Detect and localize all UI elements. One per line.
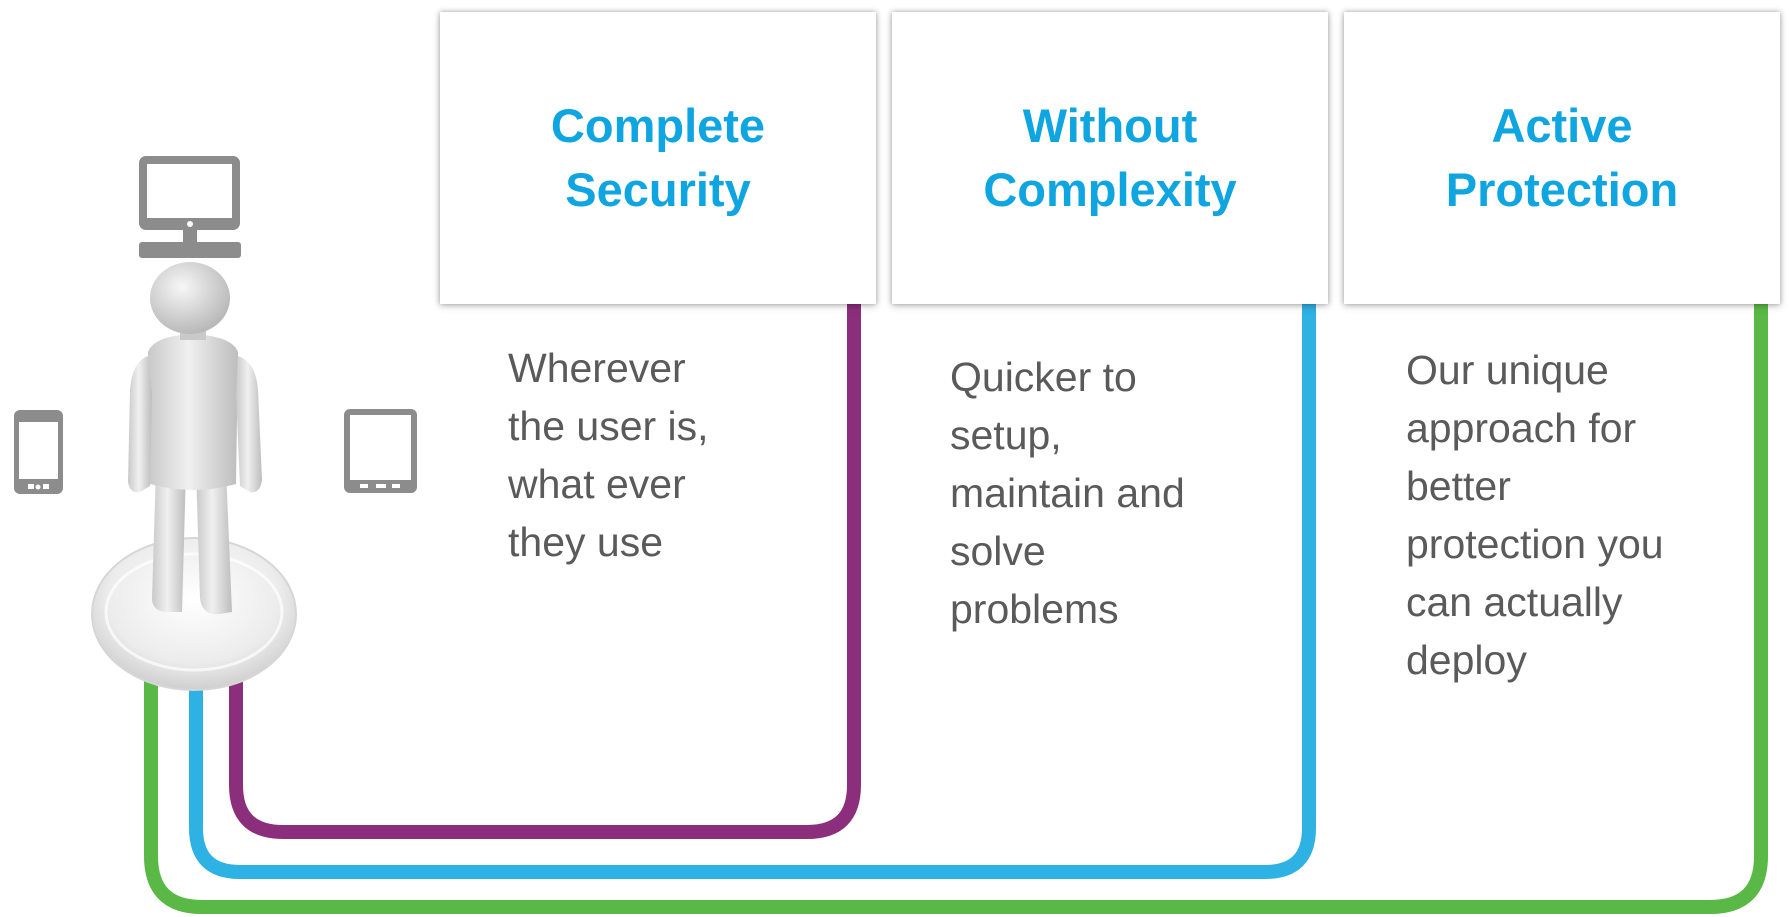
user-device-illustration	[14, 156, 417, 691]
description-line: better	[1406, 463, 1511, 509]
pillar-description: Quicker to setup, maintain and solve pro…	[950, 348, 1185, 638]
pillar-description: Our unique approach for better protectio…	[1406, 341, 1664, 689]
description-line: protection you	[1406, 521, 1664, 567]
description-line: what ever	[508, 461, 686, 507]
description-line: problems	[950, 586, 1119, 632]
pillar-title: Without Complexity	[983, 94, 1236, 222]
tablet-icon	[344, 409, 417, 493]
description-line: Quicker to	[950, 354, 1137, 400]
pillar-title-line: Security	[565, 163, 751, 216]
description-line: the user is,	[508, 403, 709, 449]
pillar-card-active-protection: Active Protection	[1344, 12, 1780, 304]
pillar-title: Active Protection	[1446, 94, 1678, 222]
description-line: solve	[950, 528, 1046, 574]
pillar-title-line: Active	[1491, 99, 1633, 152]
description-line: they use	[508, 519, 663, 565]
blue-connector-line	[189, 296, 1316, 879]
description-line: approach for	[1406, 405, 1637, 451]
description-line: Wherever	[508, 345, 686, 391]
pillar-description: Wherever the user is, what ever they use	[508, 339, 709, 571]
pillar-title-line: Complexity	[983, 163, 1237, 216]
smartphone-icon	[14, 410, 63, 494]
description-line: can actually	[1406, 579, 1623, 625]
purple-connector-line	[229, 296, 861, 839]
pillar-title-line: Complete	[550, 99, 766, 152]
description-line: Our unique	[1406, 347, 1609, 393]
description-line: maintain and	[950, 470, 1185, 516]
description-line: setup,	[950, 412, 1062, 458]
pillar-title-line: Protection	[1445, 163, 1679, 216]
green-connector-line	[144, 296, 1768, 914]
pillar-card-without-complexity: Without Complexity	[892, 12, 1328, 304]
pillar-card-complete-security: Complete Security	[440, 12, 876, 304]
desktop-monitor-icon	[139, 156, 241, 258]
user-figure	[91, 262, 297, 691]
pillar-title-line: Without	[1022, 99, 1198, 152]
description-line: deploy	[1406, 637, 1527, 683]
pillar-title: Complete Security	[551, 94, 765, 222]
